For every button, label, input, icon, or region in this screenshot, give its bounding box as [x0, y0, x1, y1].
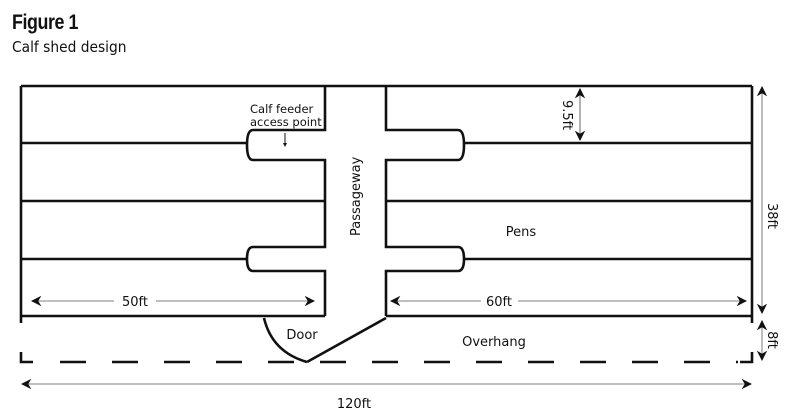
dim-label-120ft: 120ft [337, 397, 371, 412]
door-label: Door [286, 328, 318, 343]
overhang-boundary [19, 352, 754, 364]
calf-feeder-label-line1: Calf feeder [250, 102, 314, 116]
dim-label-9-5ft: 9.5ft [559, 100, 574, 130]
passageway-label: Passageway [349, 156, 364, 236]
door-arc [262, 317, 308, 364]
dim-label-60ft: 60ft [486, 295, 512, 310]
pens-label: Pens [506, 225, 537, 240]
door-angled-wall [306, 316, 387, 364]
figure-title: Figure 1 [12, 11, 79, 34]
overhang-label: Overhang [462, 335, 526, 350]
shed-walls [19, 84, 754, 364]
calf-feeder-label-line2: access point [250, 115, 322, 129]
figure-subtitle: Calf shed design [12, 38, 127, 56]
dim-label-38ft: 38ft [764, 203, 779, 229]
dim-label-8ft: 8ft [764, 331, 779, 349]
dim-label-50ft: 50ft [122, 295, 148, 310]
